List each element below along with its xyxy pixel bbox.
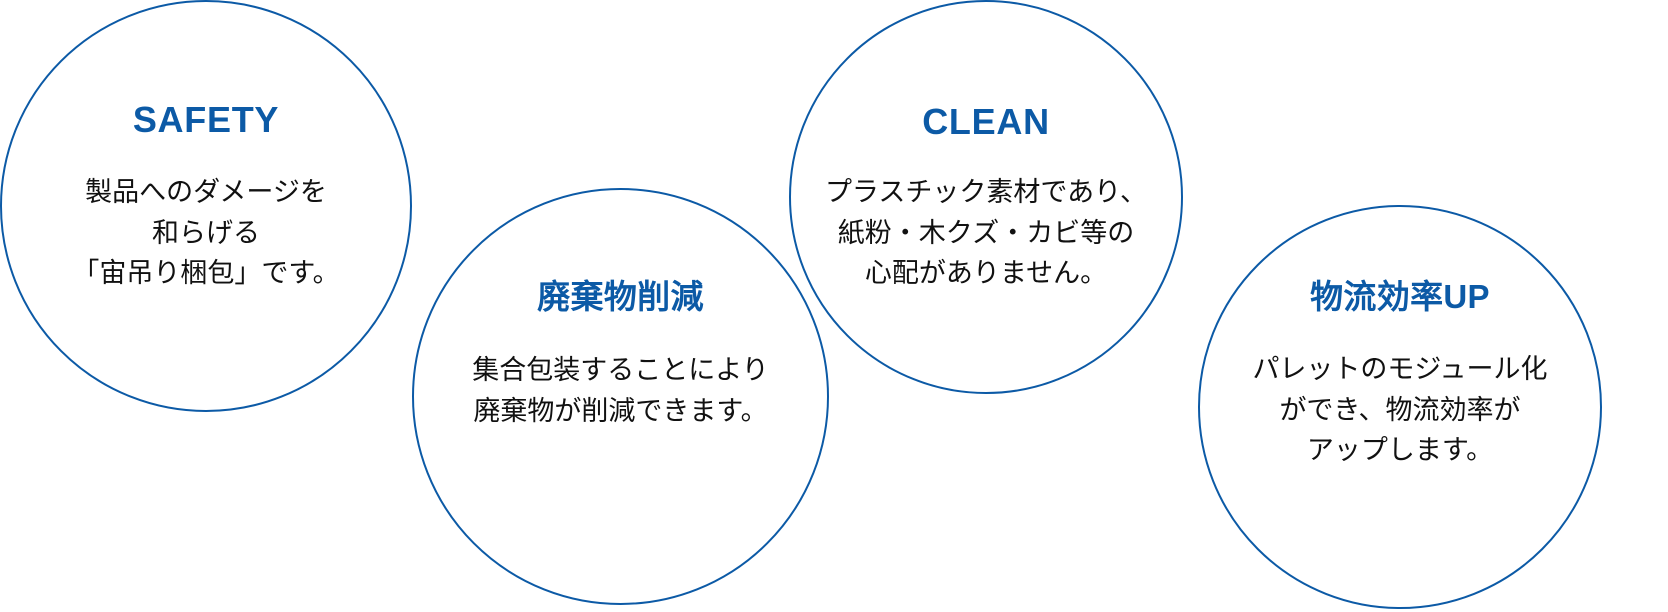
feature-circle-waste-reduction: 廃棄物削減 集合包装することにより 廃棄物が削減できます。 [412,188,829,605]
feature-title-safety: SAFETY [132,99,280,140]
feature-body-line: 「宙吊り梱包」です。 [72,258,340,288]
feature-title-waste-reduction: 廃棄物削減 [537,278,704,315]
feature-circle-clean: CLEAN プラスチック素材であり、 紙粉・木クズ・カビ等の 心配がありません。 [789,0,1183,394]
feature-title-clean: CLEAN [922,101,1050,142]
feature-body-line: 心配がありません。 [864,258,1108,288]
feature-body-logistics-efficiency: パレットのモジュール化 ができ、物流効率が アップします。 [1200,349,1600,471]
feature-body-line: ができ、物流効率が [1279,394,1521,425]
feature-circle-logistics-efficiency: 物流効率UP パレットのモジュール化 ができ、物流効率が アップします。 [1198,205,1602,609]
feature-body-clean: プラスチック素材であり、 紙粉・木クズ・カビ等の 心配がありません。 [791,172,1181,294]
feature-body-line: 和らげる [152,217,260,248]
feature-body-line: パレットのモジュール化 [1252,354,1548,384]
feature-title-wrap-waste-reduction: 廃棄物削減 [414,280,827,313]
feature-body-line: 紙粉・木クズ・カビ等の [837,217,1135,248]
feature-body-line: 製品へのダメージを [85,177,327,207]
feature-title-wrap-clean: CLEAN [791,104,1181,140]
feature-title-wrap-safety: SAFETY [2,102,410,138]
feature-body-line: 廃棄物が削減できます。 [473,395,768,426]
feature-body-waste-reduction: 集合包装することにより 廃棄物が削減できます。 [414,350,827,431]
feature-circle-safety: SAFETY 製品へのダメージを 和らげる 「宙吊り梱包」です。 [0,0,412,412]
feature-body-safety: 製品へのダメージを 和らげる 「宙吊り梱包」です。 [2,172,410,294]
feature-body-line: プラスチック素材であり、 [824,177,1148,207]
feature-body-line: 集合包装することにより [472,355,769,385]
feature-body-line: アップします。 [1306,435,1494,465]
feature-title-logistics-efficiency: 物流効率UP [1310,278,1490,315]
feature-title-wrap-logistics-efficiency: 物流効率UP [1200,280,1600,313]
